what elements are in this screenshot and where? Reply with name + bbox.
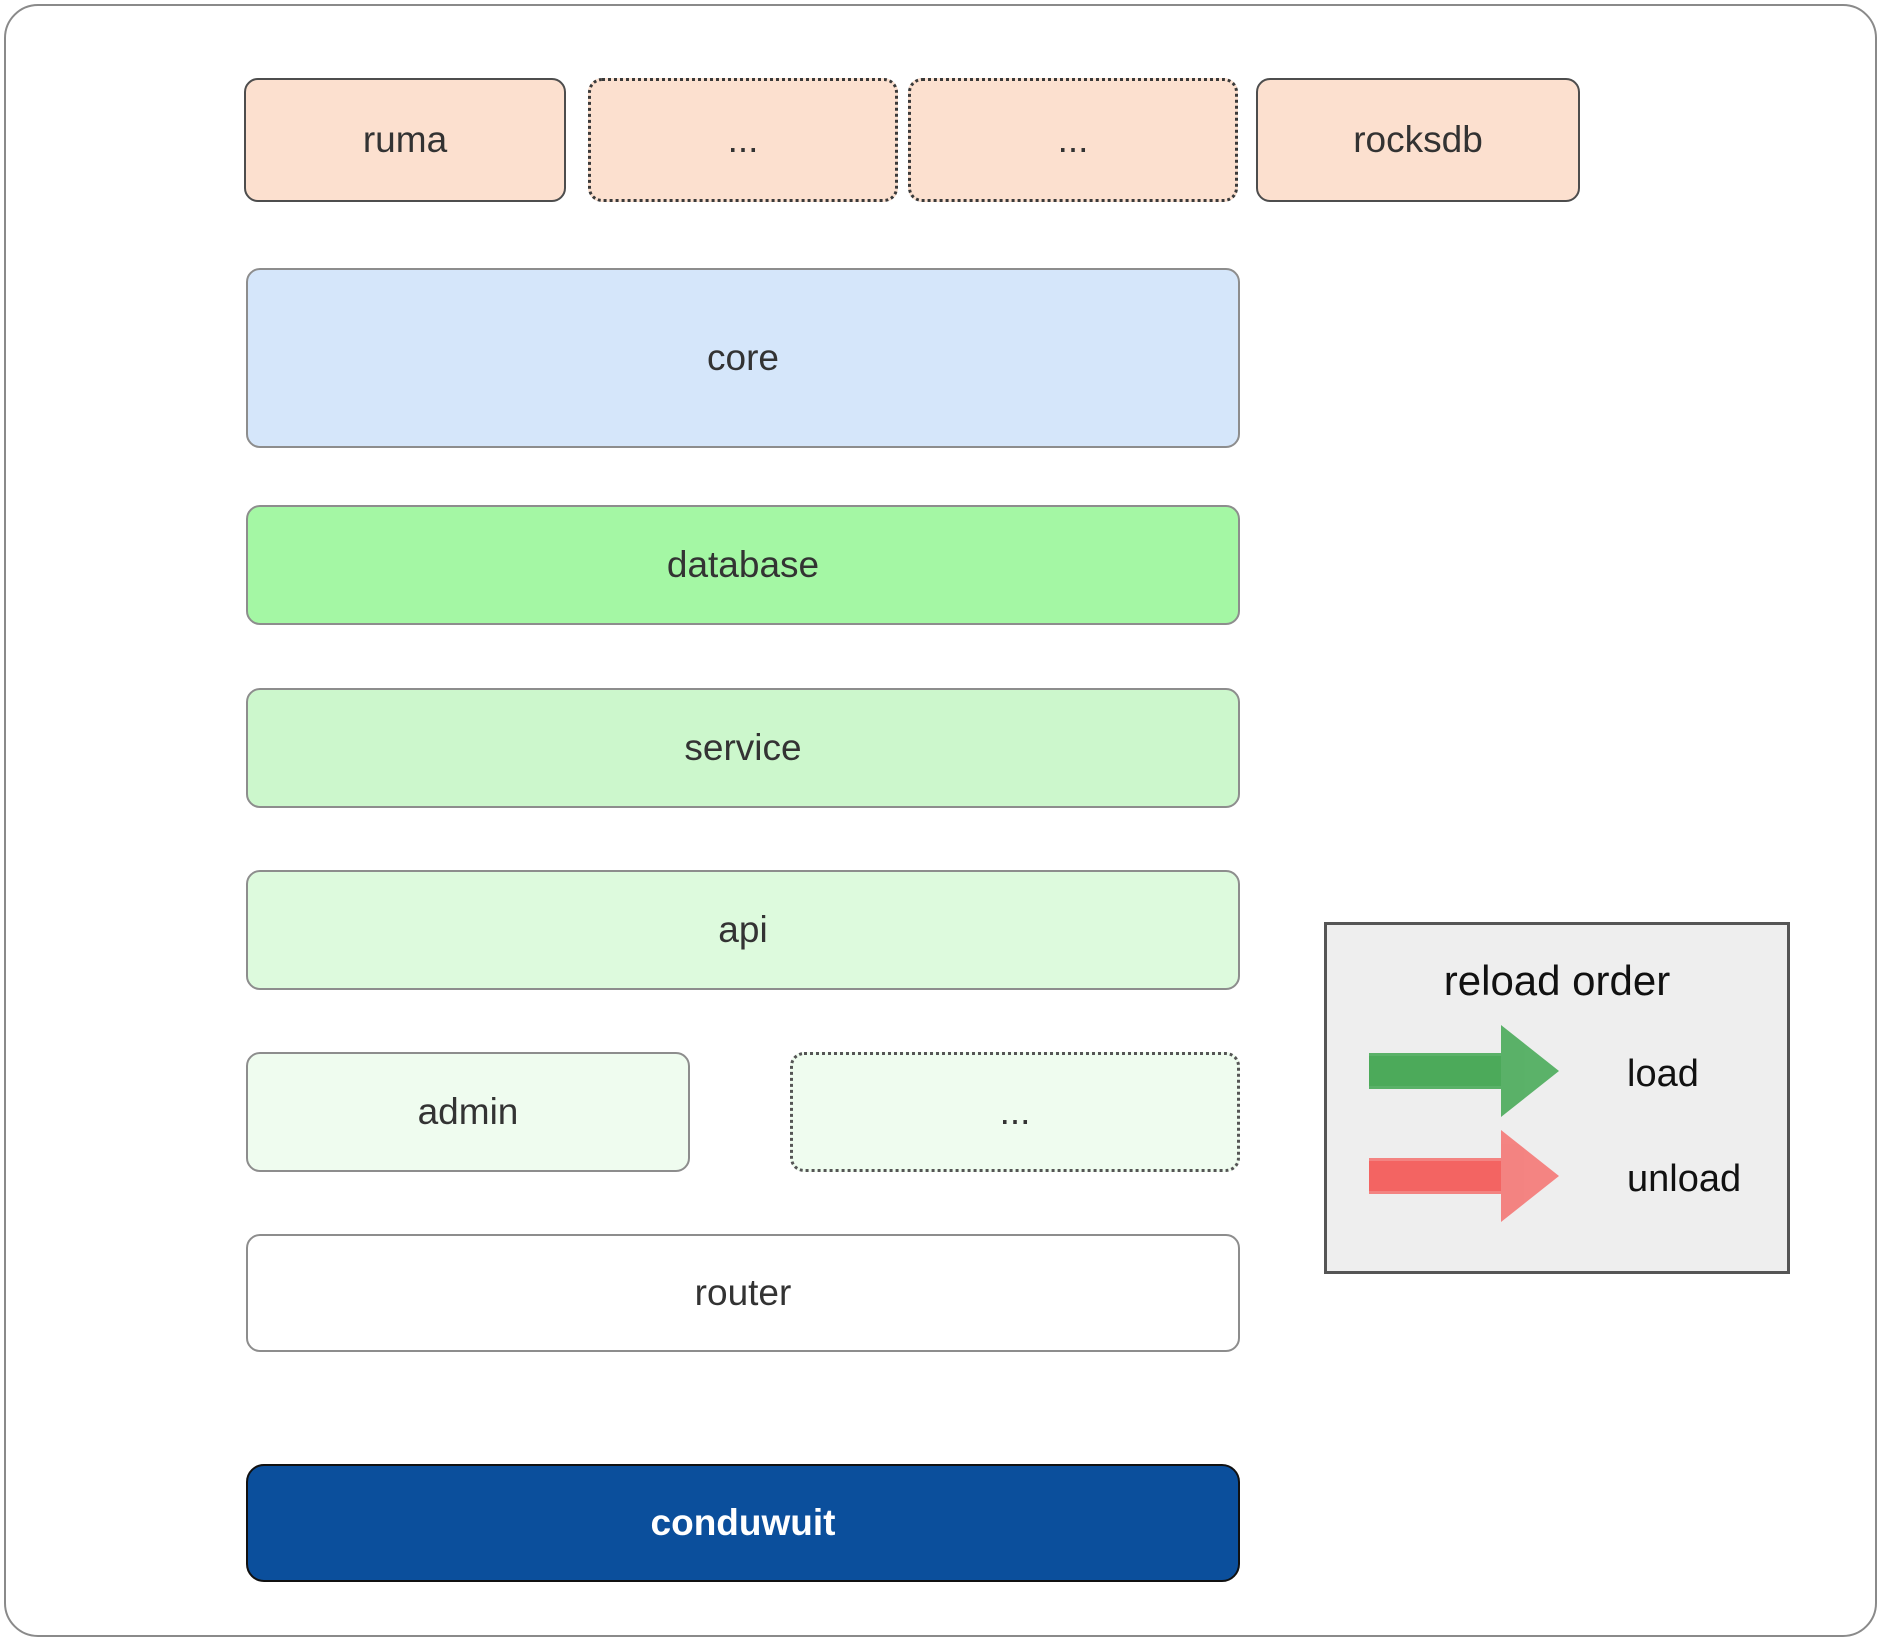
legend-title: reload order <box>1443 957 1671 1004</box>
legend-icon-group <box>1369 1025 1559 1222</box>
node-label: core <box>707 337 779 378</box>
node-conduwuit[interactable]: conduwuit <box>246 1464 1240 1582</box>
node-rocksdb[interactable]: rocksdb <box>1256 78 1580 202</box>
node-core[interactable]: core <box>246 268 1240 448</box>
node-label: ruma <box>362 119 448 160</box>
node-router[interactable]: router <box>246 1234 1240 1352</box>
diagram-frame <box>4 4 1877 1637</box>
node-stack-ellipsis[interactable]: ... <box>790 1052 1240 1172</box>
legend-panel: reload order load unload <box>1324 922 1790 1274</box>
node-label: database <box>666 544 820 585</box>
node-admin[interactable]: admin <box>246 1052 690 1172</box>
node-label: rocksdb <box>1353 119 1483 160</box>
node-external-ellipsis-1[interactable]: ... <box>588 78 898 202</box>
node-label: ... <box>1057 119 1089 160</box>
legend-unload-arrow-icon <box>1369 1130 1559 1222</box>
node-label: api <box>718 909 768 950</box>
node-label: ... <box>727 119 759 160</box>
node-label: conduwuit <box>650 1502 836 1543</box>
node-label: admin <box>417 1091 519 1132</box>
node-external-ellipsis-2[interactable]: ... <box>908 78 1238 202</box>
node-database[interactable]: database <box>246 505 1240 625</box>
legend-label-load: load <box>1627 1053 1699 1095</box>
node-service[interactable]: service <box>246 688 1240 808</box>
legend-label-unload: unload <box>1627 1158 1742 1200</box>
legend-load-arrow-icon <box>1369 1025 1559 1117</box>
node-ruma[interactable]: ruma <box>244 78 566 202</box>
node-api[interactable]: api <box>246 870 1240 990</box>
node-label: router <box>694 1272 792 1313</box>
node-label: service <box>684 727 802 768</box>
node-label: ... <box>999 1091 1031 1132</box>
